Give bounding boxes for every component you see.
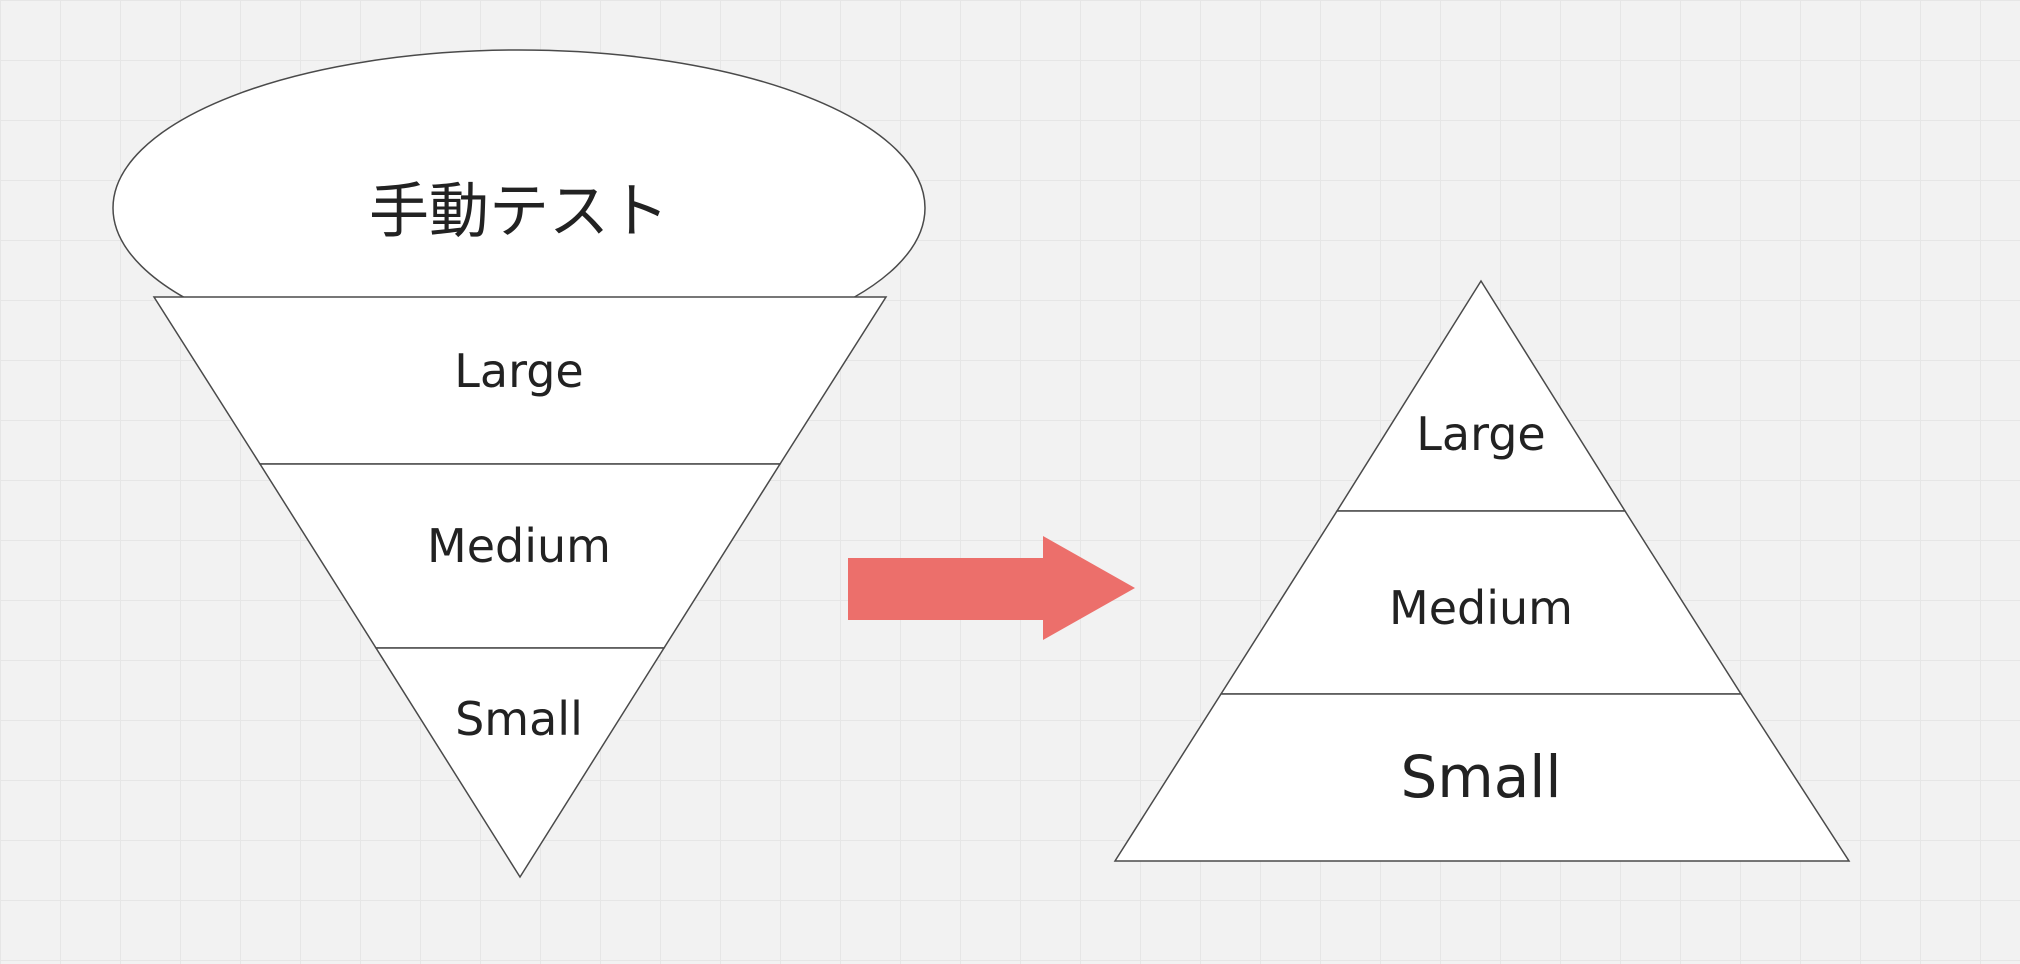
pyramid-medium-label: Medium <box>1389 581 1573 635</box>
test-pyramid: Large Medium Small <box>1113 279 1851 862</box>
funnel-small-label: Small <box>455 692 583 746</box>
pyramid-large-label: Large <box>1416 407 1545 461</box>
manual-test-label: 手動テスト <box>369 177 669 247</box>
inverted-test-pyramid: 手動テスト Large Medium Small <box>112 49 926 879</box>
funnel-large-label: Large <box>454 344 583 398</box>
funnel-medium-label: Medium <box>427 519 611 573</box>
pyramid-layer-large[interactable] <box>1335 279 1627 512</box>
right-arrow-icon <box>848 536 1135 640</box>
pyramid-small-label: Small <box>1400 743 1561 811</box>
pyramid-layer-small[interactable] <box>1113 693 1851 862</box>
funnel-layer-small[interactable] <box>374 647 666 879</box>
